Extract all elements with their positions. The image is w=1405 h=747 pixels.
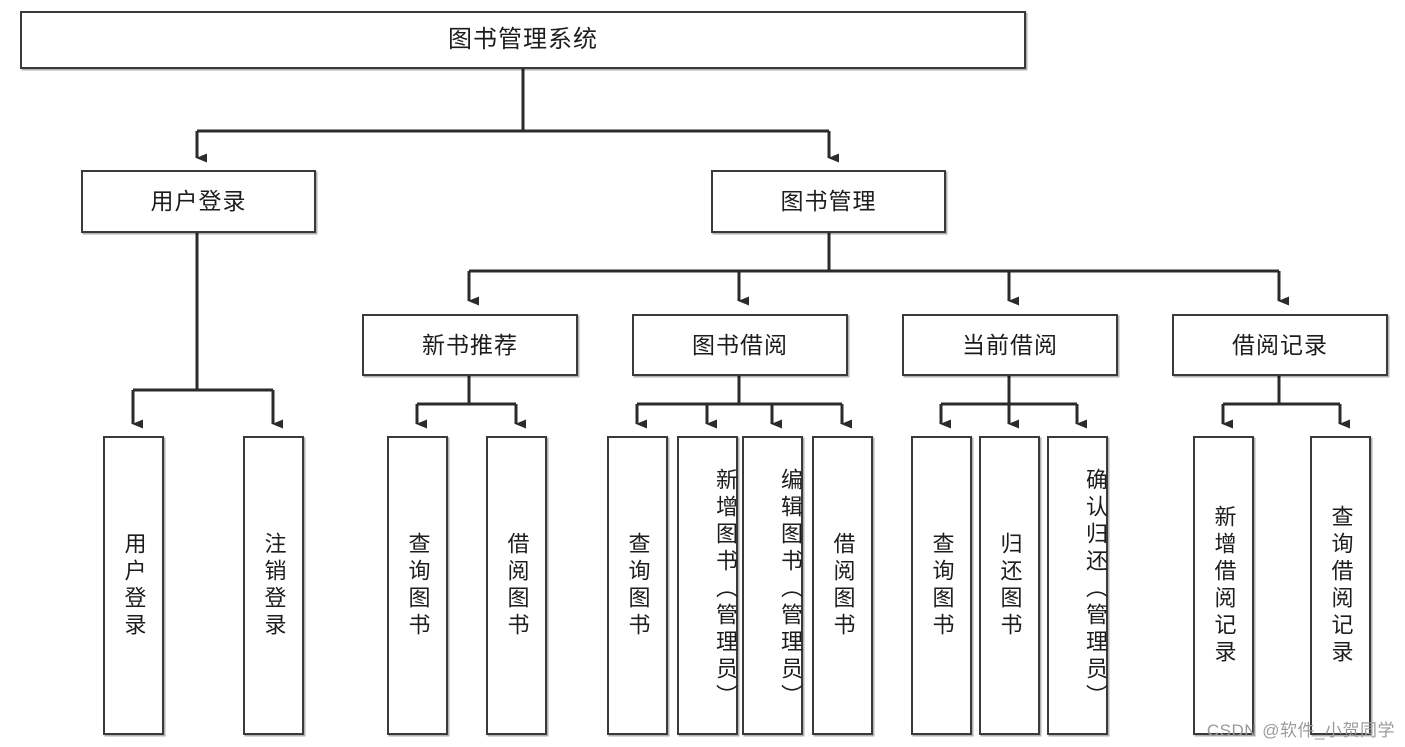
node-book-management[interactable]: 图书管理 (711, 170, 946, 233)
node-label: 归还图书 (997, 531, 1023, 640)
node-label: 编辑图书（管理员） (778, 468, 803, 711)
leaf-borrow-book[interactable]: 借阅图书 (812, 436, 873, 735)
leaf-query-borrow-record[interactable]: 查询借阅记录 (1310, 436, 1371, 735)
node-borrow-record[interactable]: 借阅记录 (1172, 314, 1388, 376)
node-label: 借阅图书 (830, 531, 856, 640)
leaf-query-book-borrow[interactable]: 查询图书 (607, 436, 668, 735)
node-label: 借阅记录 (1232, 331, 1328, 358)
node-label: 用户登录 (150, 188, 247, 215)
leaf-borrow-book-recommend[interactable]: 借阅图书 (486, 436, 547, 735)
node-book-borrow[interactable]: 图书借阅 (632, 314, 848, 376)
leaf-query-book-current[interactable]: 查询图书 (911, 436, 972, 735)
watermark: CSDN @软件_小贺同学 (1206, 721, 1395, 740)
node-root-book-management-system[interactable]: 图书管理系统 (20, 11, 1026, 69)
leaf-edit-book-admin[interactable]: 编辑图书（管理员） (742, 436, 803, 735)
node-label: 图书管理系统 (448, 26, 598, 54)
node-label: 确认归还（管理员） (1083, 468, 1108, 711)
leaf-add-borrow-record[interactable]: 新增借阅记录 (1193, 436, 1254, 735)
node-label: 查询图书 (929, 531, 955, 640)
leaf-add-book-admin[interactable]: 新增图书（管理员） (677, 436, 738, 735)
node-new-book-recommend[interactable]: 新书推荐 (362, 314, 578, 376)
leaf-logout-login[interactable]: 注销登录 (243, 436, 304, 735)
leaf-query-book-recommend[interactable]: 查询图书 (387, 436, 448, 735)
node-user-login[interactable]: 用户登录 (81, 170, 316, 233)
node-current-borrow[interactable]: 当前借阅 (902, 314, 1118, 376)
node-label: 查询图书 (625, 531, 651, 640)
node-label: 注销登录 (261, 531, 287, 640)
node-label: 图书借阅 (692, 331, 788, 358)
node-label: 查询借阅记录 (1328, 504, 1354, 667)
node-label: 新书推荐 (422, 331, 518, 358)
leaf-user-login[interactable]: 用户登录 (103, 436, 164, 735)
leaf-return-book[interactable]: 归还图书 (979, 436, 1040, 735)
node-label: 新增借阅记录 (1211, 504, 1237, 667)
leaf-confirm-return-admin[interactable]: 确认归还（管理员） (1047, 436, 1108, 735)
node-label: 新增图书（管理员） (713, 468, 738, 711)
node-label: 当前借阅 (962, 331, 1058, 358)
node-label: 用户登录 (121, 531, 147, 640)
node-label: 图书管理 (780, 188, 877, 215)
node-label: 借阅图书 (504, 531, 530, 640)
node-label: 查询图书 (405, 531, 431, 640)
